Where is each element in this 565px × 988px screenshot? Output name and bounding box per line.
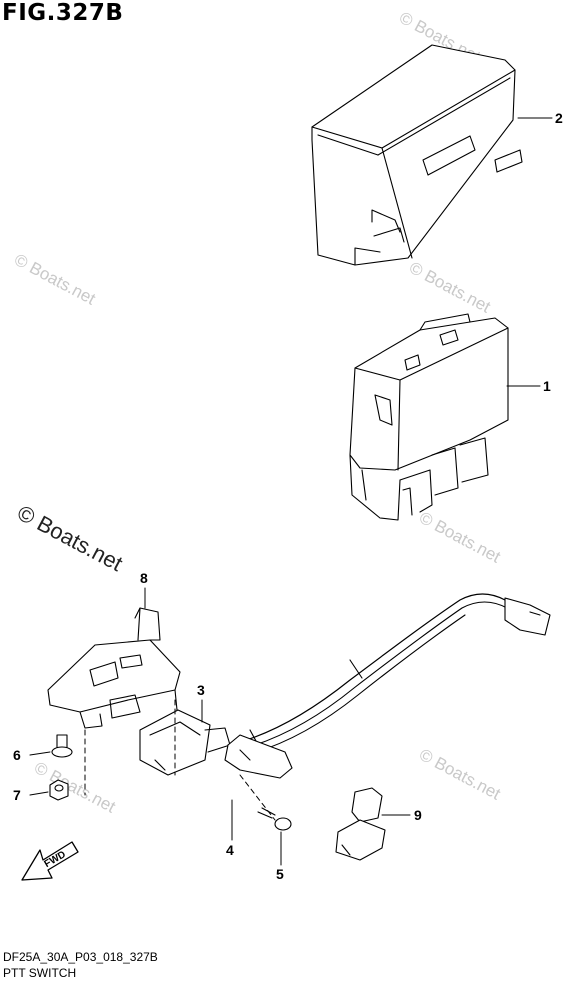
part-4-clamp xyxy=(224,734,293,779)
part-9-clip xyxy=(335,787,386,861)
callout-5: 5 xyxy=(276,866,284,882)
callout-7: 7 xyxy=(13,787,21,803)
leader-lines xyxy=(29,117,553,866)
callout-1: 1 xyxy=(543,378,551,394)
part-2-cover xyxy=(311,44,523,266)
callout-9: 9 xyxy=(414,807,422,823)
part-8-bracket xyxy=(47,607,181,729)
part-3-switch xyxy=(139,709,231,776)
part-7-nut xyxy=(49,779,69,801)
fwd-arrow xyxy=(21,841,79,881)
callout-4: 4 xyxy=(226,842,234,858)
part-6-bolt xyxy=(51,734,73,758)
figure-title: FIG.327B xyxy=(2,0,124,26)
part-5-screw xyxy=(257,807,292,831)
fwd-label: FWD xyxy=(43,849,68,870)
wire-harness xyxy=(227,593,551,759)
callout-8: 8 xyxy=(140,570,148,586)
callout-6: 6 xyxy=(13,747,21,763)
part-1-relay xyxy=(349,313,509,521)
callout-3: 3 xyxy=(197,682,205,698)
callout-2: 2 xyxy=(555,110,563,126)
figure-code: DF25A_30A_P03_018_327B xyxy=(3,950,158,964)
figure-name: PTT SWITCH xyxy=(3,966,77,980)
